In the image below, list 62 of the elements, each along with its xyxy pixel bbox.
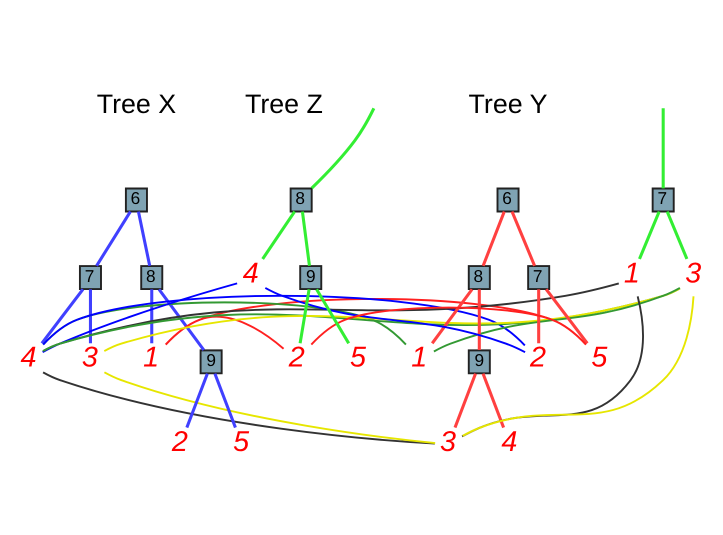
connector bbox=[136, 210, 152, 266]
node-text: 4 bbox=[501, 425, 518, 458]
node-box: 8 bbox=[468, 264, 491, 290]
node-text: 4 bbox=[20, 341, 37, 374]
connector bbox=[315, 288, 350, 344]
node-box: 7 bbox=[652, 187, 675, 212]
connector bbox=[165, 315, 284, 349]
node-box: 6 bbox=[496, 187, 520, 212]
node-text: 5 bbox=[233, 425, 250, 458]
label: Tree X bbox=[96, 88, 176, 119]
connector bbox=[430, 288, 474, 344]
connector bbox=[88, 288, 92, 343]
node-box: 6 bbox=[124, 187, 148, 212]
node-text: 2 bbox=[172, 425, 188, 458]
node-box: 7 bbox=[78, 264, 102, 290]
connector bbox=[433, 286, 680, 352]
connector bbox=[310, 306, 587, 345]
label: Tree Z bbox=[244, 88, 323, 119]
node-text: 3 bbox=[82, 341, 98, 374]
label: Tree Y bbox=[468, 88, 548, 119]
connector bbox=[264, 286, 526, 353]
connector bbox=[666, 210, 688, 260]
connector bbox=[310, 107, 376, 189]
connector bbox=[510, 210, 536, 266]
node-box: 9 bbox=[299, 264, 322, 290]
node-text: 1 bbox=[143, 341, 160, 374]
node-text: 1 bbox=[411, 341, 428, 374]
connector bbox=[95, 210, 132, 266]
node-box: 9 bbox=[200, 348, 223, 374]
connector bbox=[42, 371, 435, 444]
connector bbox=[104, 370, 436, 444]
connector bbox=[158, 288, 206, 350]
connector bbox=[42, 282, 238, 352]
connector bbox=[40, 288, 84, 344]
connector bbox=[213, 372, 237, 428]
node-text: 3 bbox=[685, 256, 702, 289]
connector bbox=[150, 288, 154, 343]
node-text: 3 bbox=[440, 425, 456, 458]
node-box: 8 bbox=[140, 264, 164, 290]
connector bbox=[462, 296, 694, 436]
node-text: 4 bbox=[242, 256, 259, 289]
connector bbox=[462, 296, 644, 437]
node-text: 5 bbox=[591, 341, 608, 374]
connector bbox=[482, 210, 506, 266]
node-text: 2 bbox=[530, 341, 546, 374]
connector bbox=[298, 288, 311, 344]
connector bbox=[454, 372, 477, 428]
node-text: 5 bbox=[350, 341, 366, 374]
connector bbox=[261, 210, 296, 260]
connector bbox=[662, 108, 665, 188]
connector bbox=[185, 372, 209, 428]
connector bbox=[482, 372, 506, 428]
connector bbox=[544, 288, 588, 344]
connector bbox=[478, 288, 481, 350]
node-text: 1 bbox=[624, 256, 640, 289]
connector bbox=[300, 210, 311, 266]
node-text: 2 bbox=[288, 341, 305, 374]
node-box: 9 bbox=[468, 348, 491, 374]
node-box: 8 bbox=[290, 187, 313, 212]
node-box: 7 bbox=[527, 264, 550, 290]
connector bbox=[537, 288, 540, 343]
connector bbox=[638, 210, 661, 260]
